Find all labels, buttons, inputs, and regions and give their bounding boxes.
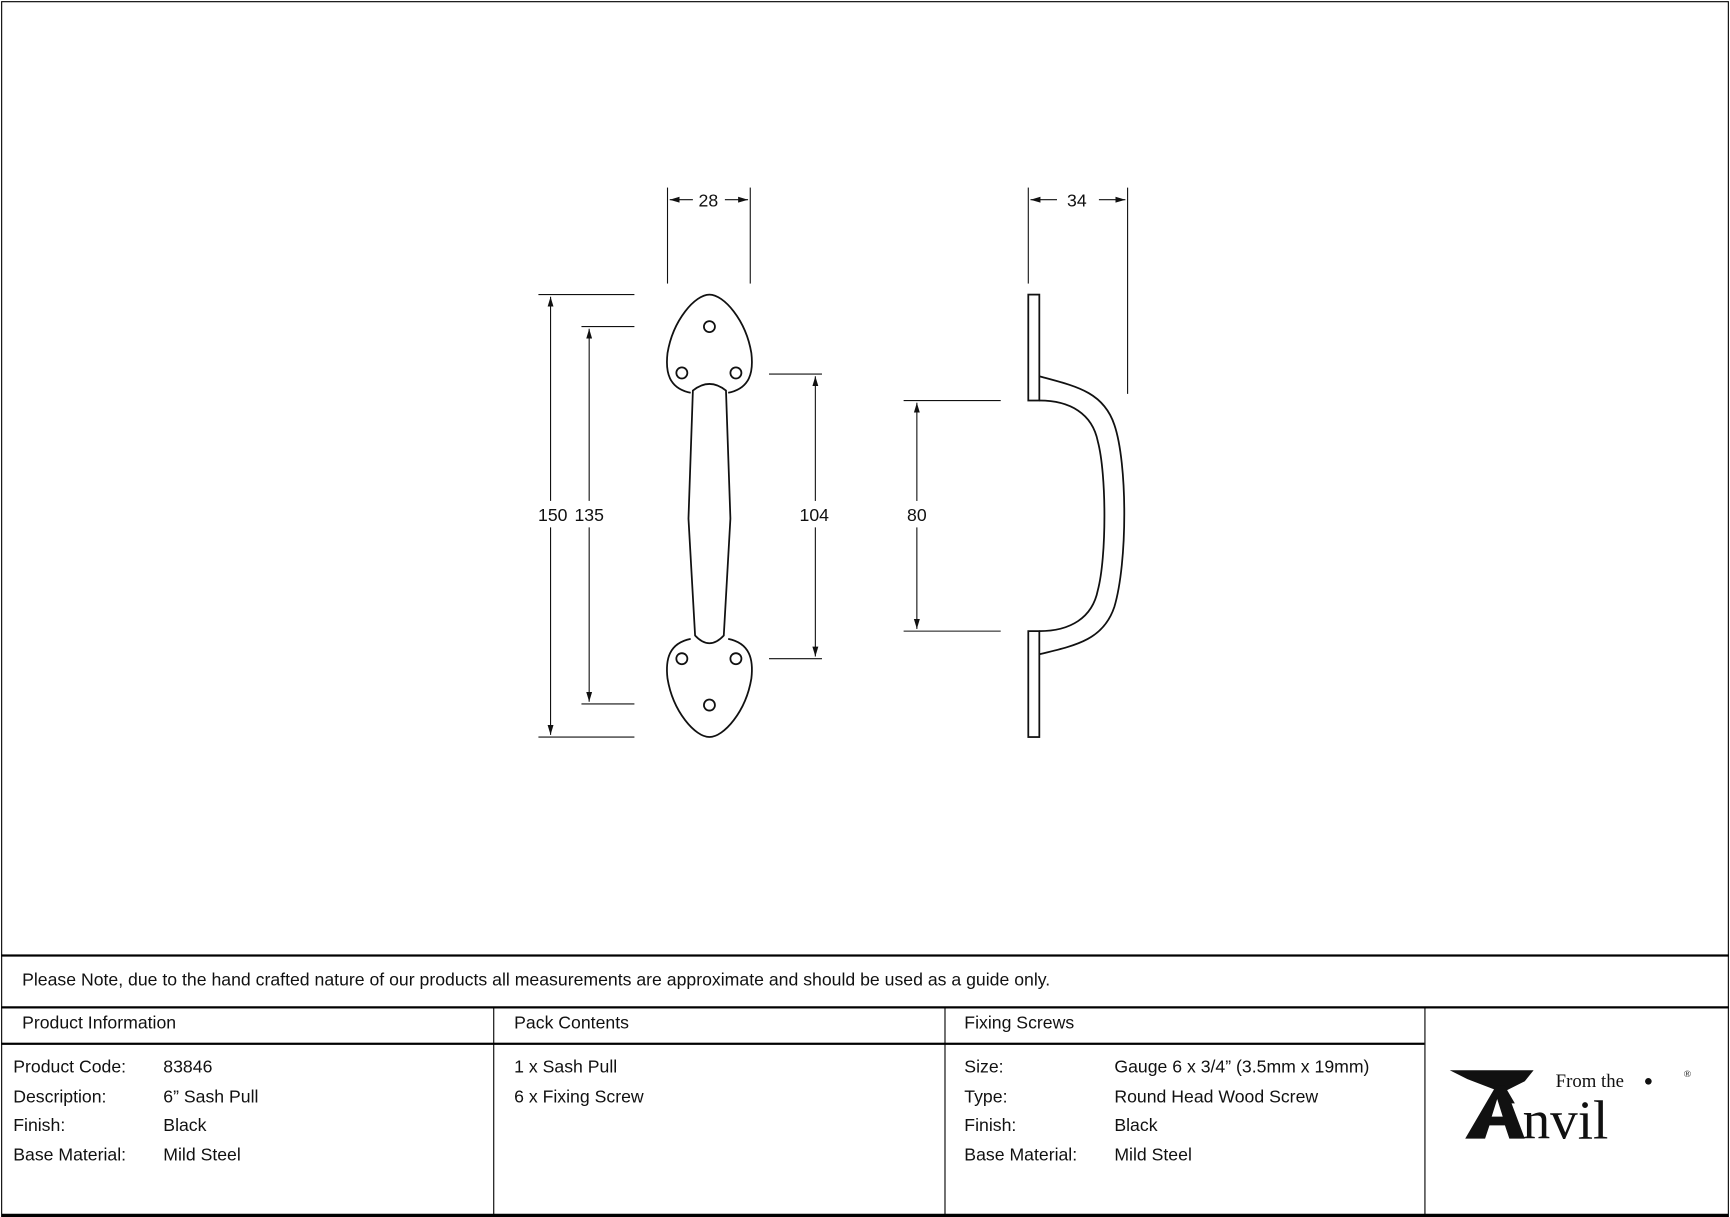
screw-finish-value: Black: [1114, 1116, 1158, 1136]
divider: [1, 1006, 1729, 1009]
finish-value: Black: [163, 1116, 207, 1136]
sash-pull-front-view: [666, 293, 753, 738]
screw-finish-label: Finish:: [964, 1116, 1017, 1136]
from-the-anvil-logo: nvil From the ®: [1449, 1069, 1692, 1151]
logo-big-text: nvil: [1523, 1090, 1609, 1151]
sash-pull-side-view: [1027, 293, 1126, 738]
dimension-label-depth: 34: [1067, 190, 1087, 210]
product-code-value: 83846: [163, 1058, 213, 1077]
dimension-label-side-grip: 80: [907, 505, 927, 525]
registered-mark: ®: [1684, 1069, 1692, 1080]
divider: [1, 1042, 1425, 1045]
disclaimer-note: Please Note, due to the hand crafted nat…: [22, 970, 1051, 990]
description-value: 6” Sash Pull: [163, 1087, 259, 1107]
divider: [1424, 1007, 1426, 1215]
product-information-heading: Product Information: [22, 1013, 177, 1033]
base-material-value: Mild Steel: [163, 1146, 241, 1166]
pack-item: 1 x Sash Pull: [514, 1058, 618, 1077]
dimension-label-fixing-centres: 135: [574, 505, 604, 525]
pack-item: 6 x Fixing Screw: [514, 1087, 644, 1107]
fixing-screws-heading: Fixing Screws: [964, 1013, 1075, 1033]
divider: [1, 954, 1729, 957]
dimension-label-width: 28: [699, 190, 719, 210]
screw-type-value: Round Head Wood Screw: [1114, 1087, 1319, 1107]
pack-contents-heading: Pack Contents: [514, 1013, 629, 1033]
screw-material-label: Base Material:: [964, 1146, 1078, 1166]
dimension-label-grip-length: 104: [800, 505, 830, 525]
description-label: Description:: [13, 1087, 107, 1107]
divider: [944, 1007, 946, 1215]
finish-label: Finish:: [13, 1116, 66, 1136]
divider: [493, 1007, 495, 1215]
screw-size-label: Size:: [964, 1058, 1004, 1077]
logo-small-text: From the: [1556, 1071, 1624, 1092]
product-code-label: Product Code:: [13, 1058, 127, 1077]
dimension-label-overall-height: 150: [538, 505, 568, 525]
screw-material-value: Mild Steel: [1114, 1146, 1192, 1166]
base-material-label: Base Material:: [13, 1146, 127, 1166]
screw-type-label: Type:: [964, 1087, 1008, 1107]
screw-size-value: Gauge 6 x 3/4” (3.5mm x 19mm): [1114, 1058, 1370, 1077]
